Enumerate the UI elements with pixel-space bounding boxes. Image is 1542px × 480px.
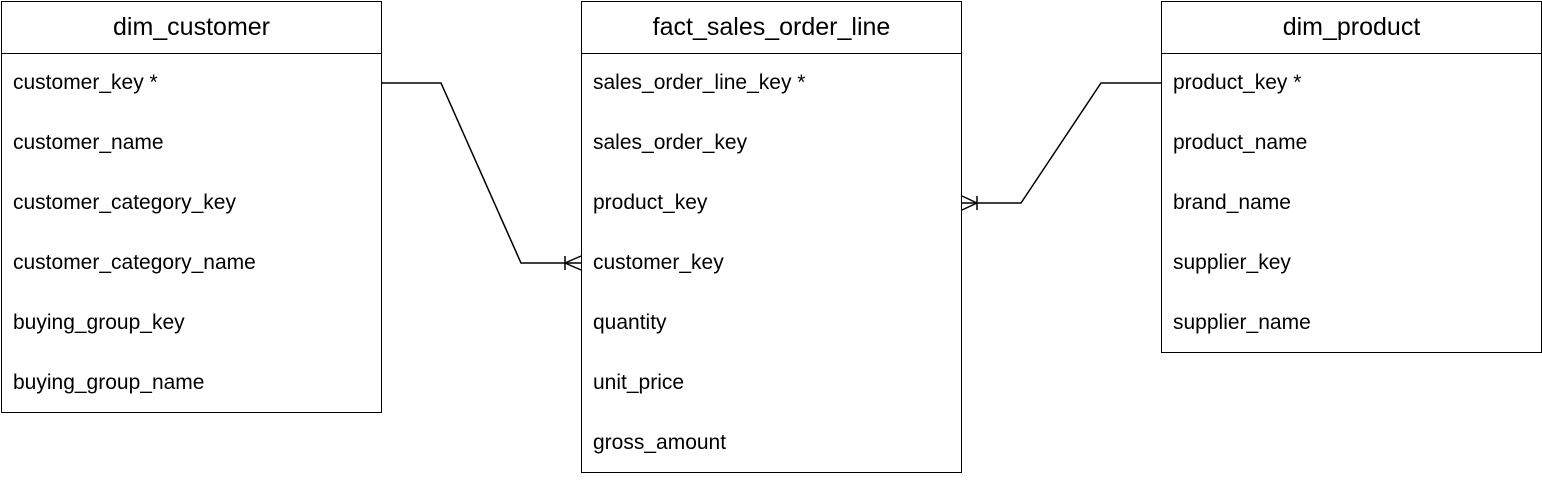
connector-line <box>382 82 581 264</box>
attribute-customer-key: customer_key * <box>13 71 158 94</box>
attribute-product-key: product_key <box>593 191 708 214</box>
entity-title: fact_sales_order_line <box>582 2 961 54</box>
attribute-supplier-key: supplier_key <box>1173 251 1291 274</box>
attribute-list: customer_key * customer_name customer_ca… <box>2 54 381 414</box>
connector-line <box>962 82 1161 204</box>
attribute-buying-group-key: buying_group_key <box>13 311 185 334</box>
attribute-list: sales_order_line_key * sales_order_key p… <box>582 54 961 474</box>
relationship-customer-to-fact[interactable] <box>382 82 582 271</box>
attribute-brand-name: brand_name <box>1173 191 1291 214</box>
attribute-customer-category-name: customer_category_name <box>13 251 256 274</box>
attribute-product-name: product_name <box>1173 131 1308 154</box>
attribute-gross-amount: gross_amount <box>593 431 727 454</box>
attribute-product-key: product_key * <box>1173 71 1302 94</box>
crowfoot-many-icon <box>564 262 582 271</box>
attribute-customer-key: customer_key <box>593 251 724 274</box>
crowfoot-many-icon <box>961 202 978 211</box>
crowfoot-many-icon <box>961 195 978 204</box>
relationship-product-to-fact[interactable] <box>961 82 1161 211</box>
attribute-quantity: quantity <box>593 311 667 334</box>
attribute-customer-category-key: customer_category_key <box>13 191 236 214</box>
attribute-buying-group-name: buying_group_name <box>13 371 205 394</box>
attribute-sales-order-line-key: sales_order_line_key * <box>593 71 806 94</box>
attribute-sales-order-key: sales_order_key <box>593 131 748 154</box>
attribute-unit-price: unit_price <box>593 371 685 394</box>
attribute-list: product_key * product_name brand_name su… <box>1162 54 1541 354</box>
entity-dim-customer[interactable]: dim_customer customer_key * customer_nam… <box>1 1 382 413</box>
entity-dim-product[interactable]: dim_product product_key * product_name b… <box>1161 1 1542 353</box>
entity-title: dim_product <box>1162 2 1541 54</box>
attribute-supplier-name: supplier_name <box>1173 311 1311 334</box>
attribute-customer-name: customer_name <box>13 131 164 154</box>
entity-title: dim_customer <box>2 2 381 54</box>
crowfoot-many-icon <box>564 255 582 264</box>
entity-fact-sales-order-line[interactable]: fact_sales_order_line sales_order_line_k… <box>581 1 962 473</box>
